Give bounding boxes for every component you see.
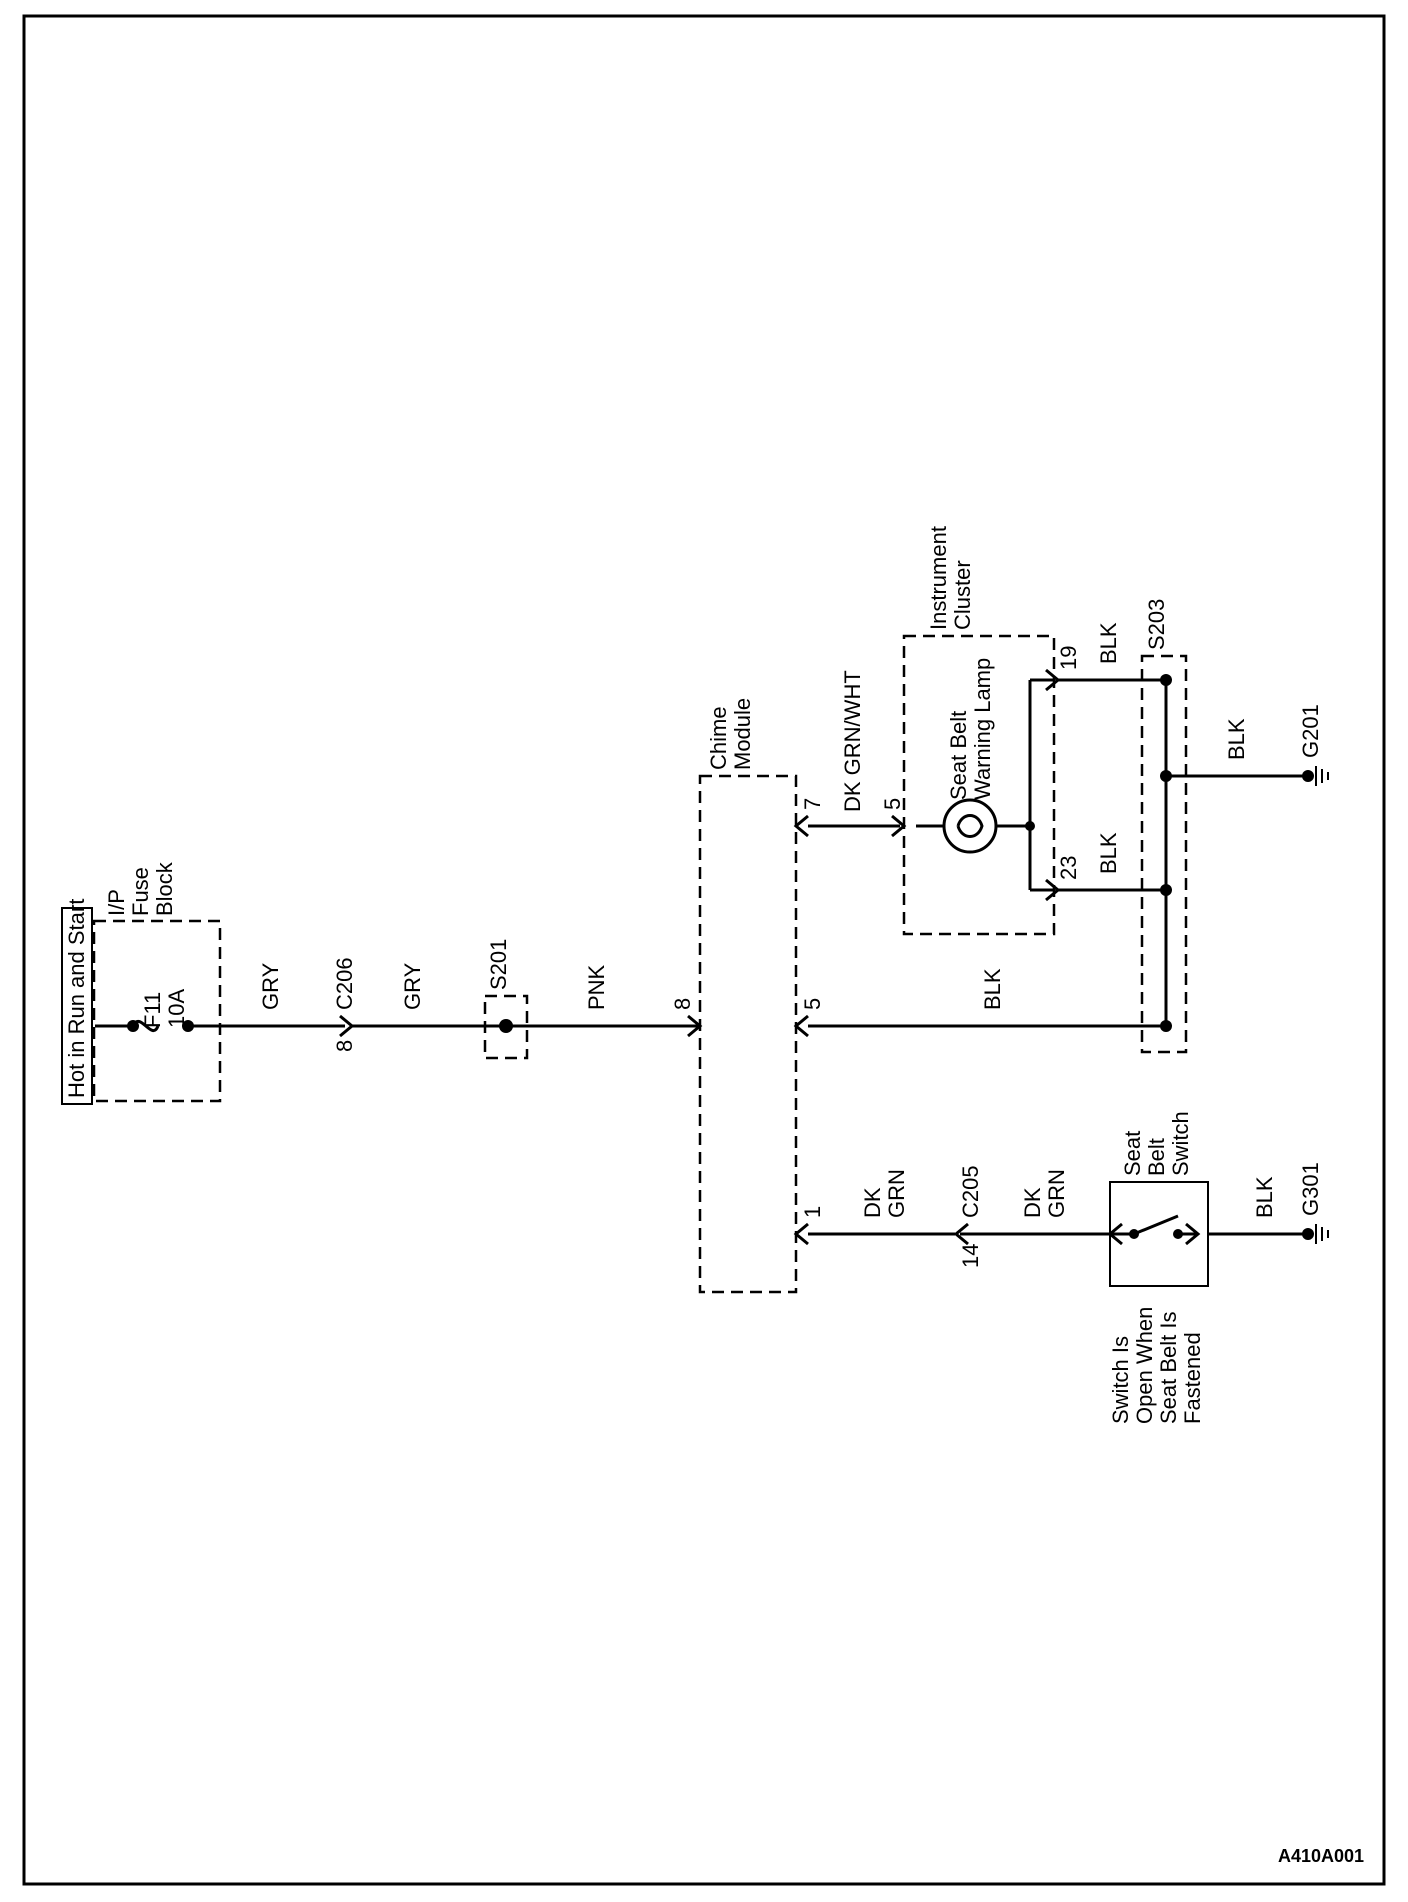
cluster-pin-5: 5 — [880, 798, 905, 810]
svg-text:Module: Module — [730, 698, 755, 770]
svg-text:Block: Block — [152, 861, 177, 916]
c206-label: C206 — [332, 957, 357, 1010]
svg-text:Fuse: Fuse — [128, 867, 153, 916]
seat-belt-switch-name: Seat Belt Switch — [1120, 1111, 1193, 1176]
splice-s203-outline — [1140, 654, 1188, 1054]
svg-text:Seat: Seat — [1120, 1131, 1145, 1176]
svg-text:Seat Belt Is: Seat Belt Is — [1156, 1311, 1181, 1424]
chime-pin-1: 1 — [800, 1206, 825, 1218]
wire-label-blk-g201: BLK — [1224, 718, 1249, 760]
chime-pin-5: 5 — [800, 998, 825, 1010]
s201-label: S201 — [486, 939, 511, 990]
wire-label-dk-grn-b: DK GRN — [1020, 1169, 1069, 1218]
fuse-symbol — [131, 1019, 160, 1033]
svg-text:DK: DK — [1020, 1187, 1045, 1218]
wire-label-dk-grn-wht: DK GRN/WHT — [840, 670, 865, 812]
chime-pin-8: 8 — [670, 998, 695, 1010]
cluster-pin-23: 23 — [1056, 856, 1081, 880]
svg-text:Instrument: Instrument — [926, 526, 951, 630]
page-border — [22, 14, 1386, 1886]
svg-text:Cluster: Cluster — [950, 560, 975, 630]
power-label-box: Hot in Run and Start — [61, 899, 93, 1105]
cluster-pin-19: 19 — [1056, 646, 1081, 670]
wire-label-pnk: PNK — [584, 964, 609, 1010]
switch-contact-icon — [1133, 1214, 1179, 1236]
chime-pin-7: 7 — [800, 798, 825, 810]
wire-label-blk-g301: BLK — [1252, 1176, 1277, 1218]
svg-text:I/P: I/P — [104, 889, 129, 916]
svg-text:Chime: Chime — [706, 706, 731, 770]
svg-text:DK: DK — [860, 1187, 885, 1218]
figure-id: A410A001 — [1278, 1846, 1364, 1866]
splice-s201-outline — [483, 994, 529, 1060]
wire-label-blk-chime-5: BLK — [980, 968, 1005, 1010]
ground-g301-icon — [1315, 1224, 1329, 1244]
svg-text:Belt: Belt — [1144, 1138, 1169, 1176]
switch-note: Switch Is Open When Seat Belt Is Fastene… — [1108, 1307, 1205, 1424]
connector-c205 — [953, 1222, 969, 1246]
wire-label-blk-19: BLK — [1096, 622, 1121, 664]
chime-module-outline — [698, 774, 798, 1294]
svg-text:GRN: GRN — [1044, 1169, 1069, 1218]
g301-label: G301 — [1298, 1162, 1323, 1216]
connector-c206 — [339, 1014, 355, 1038]
power-label: Hot in Run and Start — [64, 899, 89, 1098]
instrument-cluster-outline — [902, 634, 1056, 936]
warning-lamp-label: Seat Belt Warning Lamp — [946, 658, 995, 800]
instrument-cluster-name: Instrument Cluster — [926, 526, 975, 630]
s203-label: S203 — [1144, 599, 1169, 650]
c206-pin: 8 — [332, 1040, 357, 1052]
wire-label-gry-2: GRY — [400, 962, 425, 1010]
svg-text:Fastened: Fastened — [1180, 1332, 1205, 1424]
c205-pin: 14 — [958, 1244, 983, 1268]
splice-s201-dot — [499, 1019, 513, 1033]
ground-g201-icon — [1315, 766, 1329, 786]
svg-text:Switch Is: Switch Is — [1108, 1336, 1133, 1424]
svg-text:GRN: GRN — [884, 1169, 909, 1218]
chime-module-name: Chime Module — [706, 698, 755, 770]
svg-text:Warning Lamp: Warning Lamp — [970, 658, 995, 800]
c205-label: C205 — [958, 1165, 983, 1218]
wire-label-blk-23: BLK — [1096, 832, 1121, 874]
fuse-id: F11 — [140, 992, 165, 1028]
fuse-block-name: I/P Fuse Block — [104, 861, 177, 916]
warning-lamp-icon — [942, 798, 998, 854]
svg-text:Switch: Switch — [1168, 1111, 1193, 1176]
g201-label: G201 — [1298, 704, 1323, 758]
wire-label-dk-grn-a: DK GRN — [860, 1169, 909, 1218]
fuse-block-outline — [92, 919, 222, 1103]
wire-label-gry-1: GRY — [258, 962, 283, 1010]
svg-text:Open When: Open When — [1132, 1307, 1157, 1424]
svg-text:Seat Belt: Seat Belt — [946, 711, 971, 800]
